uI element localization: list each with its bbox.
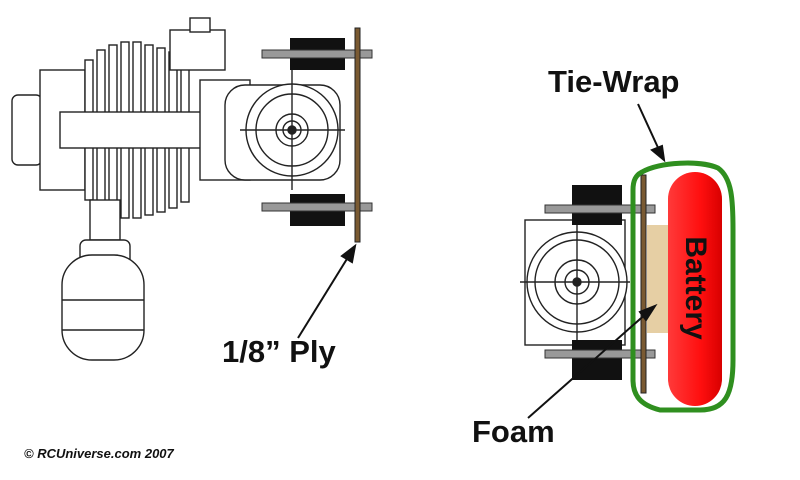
ply-arrow xyxy=(297,243,357,339)
foam-arrow xyxy=(527,303,658,419)
battery-pack xyxy=(668,172,722,406)
battery-label: Battery xyxy=(679,236,712,340)
ply-label: 1/8” Ply xyxy=(222,334,336,369)
plywood-plate-right xyxy=(640,174,647,394)
foam-pad xyxy=(647,225,669,333)
tie-wrap xyxy=(630,160,736,413)
tie-wrap-arrow xyxy=(637,103,666,163)
engine-front-view xyxy=(520,215,630,350)
copyright-notice: © RCUniverse.com 2007 xyxy=(24,446,174,461)
tie-wrap-label: Tie-Wrap xyxy=(548,64,680,99)
foam-label: Foam xyxy=(472,414,555,449)
plywood-plate-left xyxy=(354,27,361,243)
engine-side-view xyxy=(11,17,345,361)
motor-mounts-left xyxy=(261,38,373,226)
